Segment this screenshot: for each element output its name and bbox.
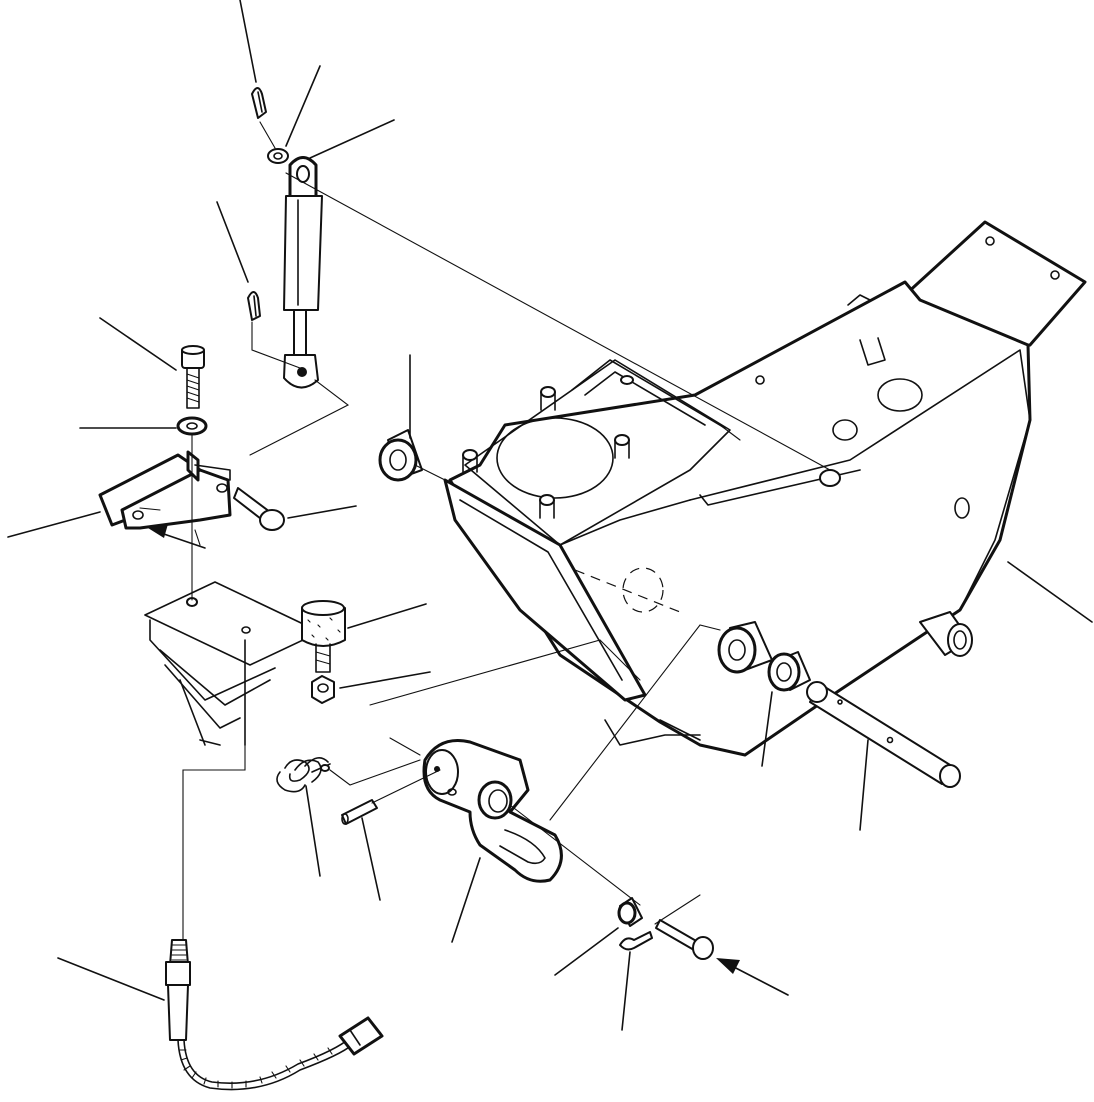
rubber-stop: [301, 600, 346, 673]
arrow-left-bracket: [148, 524, 206, 549]
split-pin-upper: [251, 87, 267, 119]
pedal-lever: [422, 739, 563, 883]
clevis-pin-lower: [655, 919, 714, 960]
arrow-lower-right: [716, 958, 789, 996]
split-pin-lower-right: [619, 931, 653, 951]
roll-pin: [341, 799, 378, 825]
assembly-lines: [139, 121, 831, 941]
cable-switch: [165, 939, 384, 1091]
split-pin-lower: [247, 291, 261, 321]
hex-nut: [311, 675, 335, 704]
gas-strut: [283, 156, 323, 389]
clevis-pin: [233, 487, 285, 531]
cap-screw: [181, 345, 205, 409]
leader-lines: [7, 0, 1093, 1031]
bushing-right-2: [767, 651, 811, 692]
spacer: [617, 897, 643, 927]
washer-upper: [267, 148, 289, 164]
pedal-plate: [144, 581, 321, 746]
bushing-upper-left: [378, 429, 423, 482]
pivot-shaft: [806, 681, 961, 788]
return-spring: [276, 757, 331, 793]
clevis-bracket: [98, 450, 232, 530]
main-bracket: [443, 220, 1087, 757]
lock-washer: [176, 416, 208, 436]
